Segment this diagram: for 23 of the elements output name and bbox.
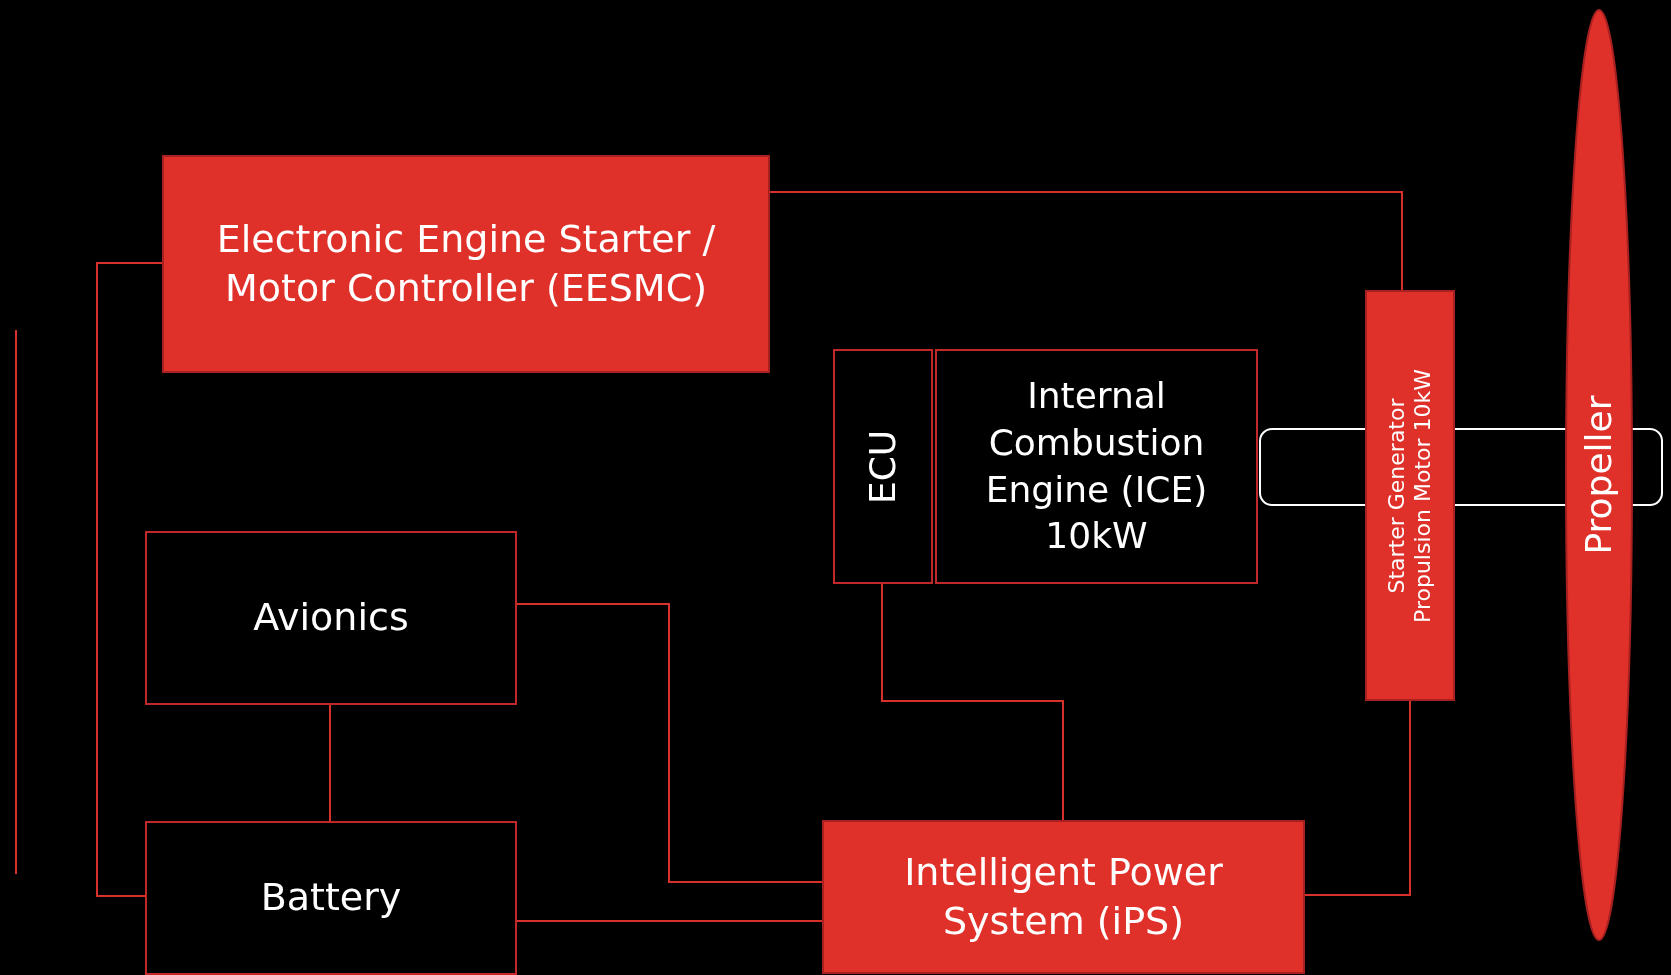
- engine-box: [935, 349, 1258, 584]
- controller-box: [162, 155, 770, 373]
- connector-line: [881, 583, 1064, 821]
- node-label: Battery: [259, 874, 403, 922]
- connector-line: [516, 603, 823, 883]
- ecu-box: [833, 349, 933, 584]
- node-label: Electronic Engine Starter / Motor Controller (EESMC): [215, 215, 717, 312]
- component-box: [145, 531, 517, 705]
- connector-line: [769, 191, 1403, 291]
- node-label: Propeller: [1576, 395, 1620, 555]
- propeller-ellipse: [1565, 9, 1633, 941]
- motor-box: [1365, 290, 1455, 701]
- connector-line: [329, 704, 331, 822]
- component-box: [145, 821, 517, 975]
- connector-line: [1304, 700, 1411, 896]
- node-label: Internal Combustion Engine (ICE) 10kW: [984, 373, 1209, 559]
- node-label: Starter Generator Propulsion Motor 10kW: [1383, 367, 1436, 625]
- node-label: ECU: [860, 429, 904, 504]
- node-label: Avionics: [252, 594, 410, 642]
- power-system-box: [822, 820, 1305, 974]
- connector-line: [96, 262, 163, 897]
- connector-line: [516, 920, 823, 922]
- node-label: Intelligent Power System (iPS): [903, 848, 1224, 945]
